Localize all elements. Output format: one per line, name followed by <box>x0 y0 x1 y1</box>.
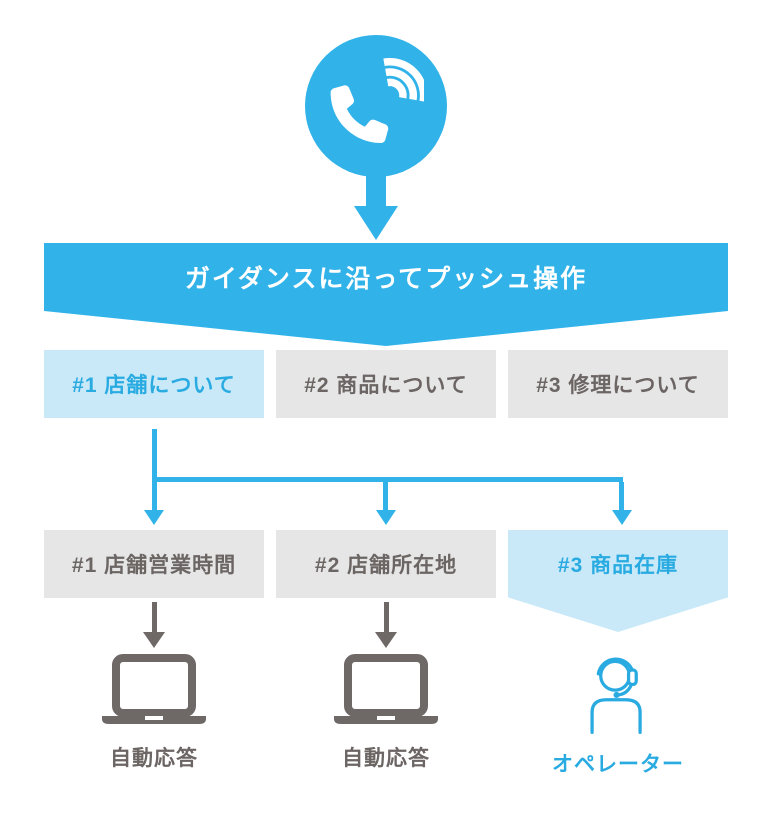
menu2-item-location: #2 店舗所在地 <box>276 530 496 598</box>
branch-arrow-right-icon <box>611 510 632 525</box>
laptop-icon <box>331 654 441 733</box>
call-to-guidance-arrow-icon <box>354 206 398 240</box>
location-arrow-icon <box>375 632 397 648</box>
menu2-item-hours-label: #1 店舗営業時間 <box>71 554 237 577</box>
branch-arrow-left-icon <box>144 510 164 525</box>
location-arrow-stem <box>383 602 389 633</box>
branch-line-middle <box>383 482 388 510</box>
menu1-item-products-label: #2 商品について <box>304 374 468 397</box>
outcome-label-auto-1: 自動応答 <box>110 747 198 770</box>
menu1-item-store-label: #1 店舗について <box>72 374 236 397</box>
laptop-icon <box>99 654 209 733</box>
menu2-item-stock-label: #3 商品在庫 <box>557 554 679 577</box>
branch-line-left <box>151 429 157 510</box>
menu1-item-store: #1 店舗について <box>44 350 264 418</box>
guidance-banner-label: ガイダンスに沿ってプッシュ操作 <box>184 265 588 293</box>
menu2-item-location-label: #2 店舗所在地 <box>314 554 458 577</box>
hours-arrow-icon <box>143 632 165 648</box>
incoming-call-circle <box>305 35 447 177</box>
menu1-item-repair: #3 修理について <box>508 350 728 418</box>
menu2-item-stock: #3 商品在庫 <box>508 530 728 632</box>
menu1-item-repair-label: #3 修理について <box>536 374 700 397</box>
outcome-label-operator: オペレーター <box>552 753 684 776</box>
menu2-item-hours: #1 店舗営業時間 <box>44 530 264 598</box>
phone-ringing-icon <box>330 58 424 143</box>
guidance-banner: ガイダンスに沿ってプッシュ操作 <box>44 243 728 346</box>
branch-line-right <box>619 482 624 510</box>
outcome-label-auto-2: 自動応答 <box>342 747 430 770</box>
branch-line-horizontal <box>151 477 623 482</box>
hours-arrow-stem <box>151 602 157 633</box>
menu1-item-products: #2 商品について <box>276 350 496 418</box>
operator-headset-icon <box>570 646 666 747</box>
call-to-guidance-arrow-stem <box>366 175 386 207</box>
branch-arrow-middle-icon <box>375 510 396 525</box>
